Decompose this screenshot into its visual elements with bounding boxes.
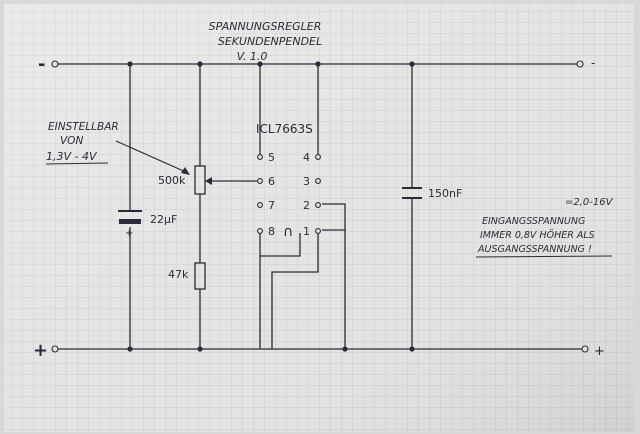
ic-pin-2-label: 2 xyxy=(303,199,310,212)
adjustable-arrow-line xyxy=(115,140,189,174)
resistor-body xyxy=(194,262,206,290)
input-note-line-1: EINGANGSSPANNUNG xyxy=(482,216,585,227)
resistor-47k: 47k xyxy=(168,262,206,290)
rail-labels: - - + + xyxy=(33,54,605,361)
ic-pin-7 xyxy=(257,202,263,208)
input-note-line-3: AUSGANGSSPANNUNG ! xyxy=(477,244,592,255)
title-block: SPANNUNGSREGLER SEKUNDENPENDEL V. 1.0 xyxy=(209,20,322,63)
ic-pin-1 xyxy=(315,228,321,234)
resistor-value-label: 47k xyxy=(168,268,189,281)
terminal-negative-in xyxy=(51,60,59,68)
ic-pin-6 xyxy=(257,178,263,184)
junction-dot xyxy=(257,61,263,67)
output-loop xyxy=(271,233,319,349)
wiring xyxy=(58,63,585,350)
pot-wiper-arrow xyxy=(205,177,212,185)
pin2-pin1-bridge xyxy=(322,203,346,231)
ic-pin-6-label: 6 xyxy=(268,175,275,188)
input-note-line-2: IMMER 0,8V HÖHER ALS xyxy=(480,230,595,241)
negative-rail-label: - xyxy=(38,54,45,75)
junction-dot xyxy=(342,346,348,352)
input-note-underline xyxy=(475,255,613,258)
junction-dot xyxy=(127,61,133,67)
capacitor-150nf: 150nF xyxy=(402,187,462,200)
ic-crossover-mark: ∩ xyxy=(283,224,293,240)
pot-value-label: 500k xyxy=(158,174,186,187)
adjustable-note: EINSTELLBAR VON 1,3V - 4V xyxy=(45,121,190,175)
positive-rail-label-out: + xyxy=(594,344,605,359)
adjustable-note-line-3: 1,3V - 4V xyxy=(46,150,98,163)
cap2-value-label: 150nF xyxy=(428,187,462,200)
terminal-positive-in xyxy=(51,345,59,353)
adjustable-underline xyxy=(45,162,109,165)
positive-rail-label: + xyxy=(33,340,48,361)
adjustable-arrow-head xyxy=(181,167,190,175)
ic-pin-4 xyxy=(315,154,321,160)
ic-pin-5 xyxy=(257,154,263,160)
adjustable-note-line-1: EINSTELLBAR xyxy=(48,121,119,133)
input-voltage-note: =2,0-16V EINGANGSSPANNUNG IMMER 0,8V HÖH… xyxy=(475,197,614,258)
title-line-1: SPANNUNGSREGLER xyxy=(209,20,322,33)
potentiometer-500k: 500k xyxy=(158,165,212,195)
cap1-value-label: 22µF xyxy=(150,213,177,226)
ic-pin-3-label: 3 xyxy=(303,175,310,188)
ic-icl7663s: ICL7663S 5 6 7 8 4 3 2 1 ∩ xyxy=(256,122,321,240)
junction-dot xyxy=(127,346,133,352)
terminal-negative-out xyxy=(576,60,584,68)
terminals xyxy=(51,60,589,353)
title-line-3: V. 1.0 xyxy=(237,50,268,63)
pin8-side-link xyxy=(260,233,301,257)
negative-rail-label-out: - xyxy=(591,56,595,70)
ic-pin-1-label: 1 xyxy=(303,225,310,238)
ic-pin-8-label: 8 xyxy=(268,225,275,238)
cap1-polarity: + xyxy=(125,228,133,239)
pot-body xyxy=(194,165,206,195)
adjustable-note-line-2: VON xyxy=(60,135,83,147)
junction-dot xyxy=(197,61,203,67)
junction-dot xyxy=(315,61,321,67)
input-range-label: =2,0-16V xyxy=(565,197,614,208)
terminal-positive-out xyxy=(581,345,589,353)
junction-dot xyxy=(197,346,203,352)
ic-pin-4-label: 4 xyxy=(303,151,310,164)
junctions xyxy=(127,61,415,352)
title-line-2: SEKUNDENPENDEL xyxy=(218,35,322,48)
ic-pin-3 xyxy=(315,178,321,184)
ic-pin-2 xyxy=(315,202,321,208)
cap1-plate-bottom xyxy=(119,219,141,224)
paper xyxy=(4,4,634,432)
ic-name-label: ICL7663S xyxy=(256,122,313,136)
ic-pin-8 xyxy=(257,228,263,234)
junction-dot xyxy=(409,61,415,67)
capacitor-22uf: + 22µF xyxy=(118,210,177,239)
junction-dot xyxy=(409,346,415,352)
ic-pin-5-label: 5 xyxy=(268,151,275,164)
ic-pin-7-label: 7 xyxy=(268,199,275,212)
